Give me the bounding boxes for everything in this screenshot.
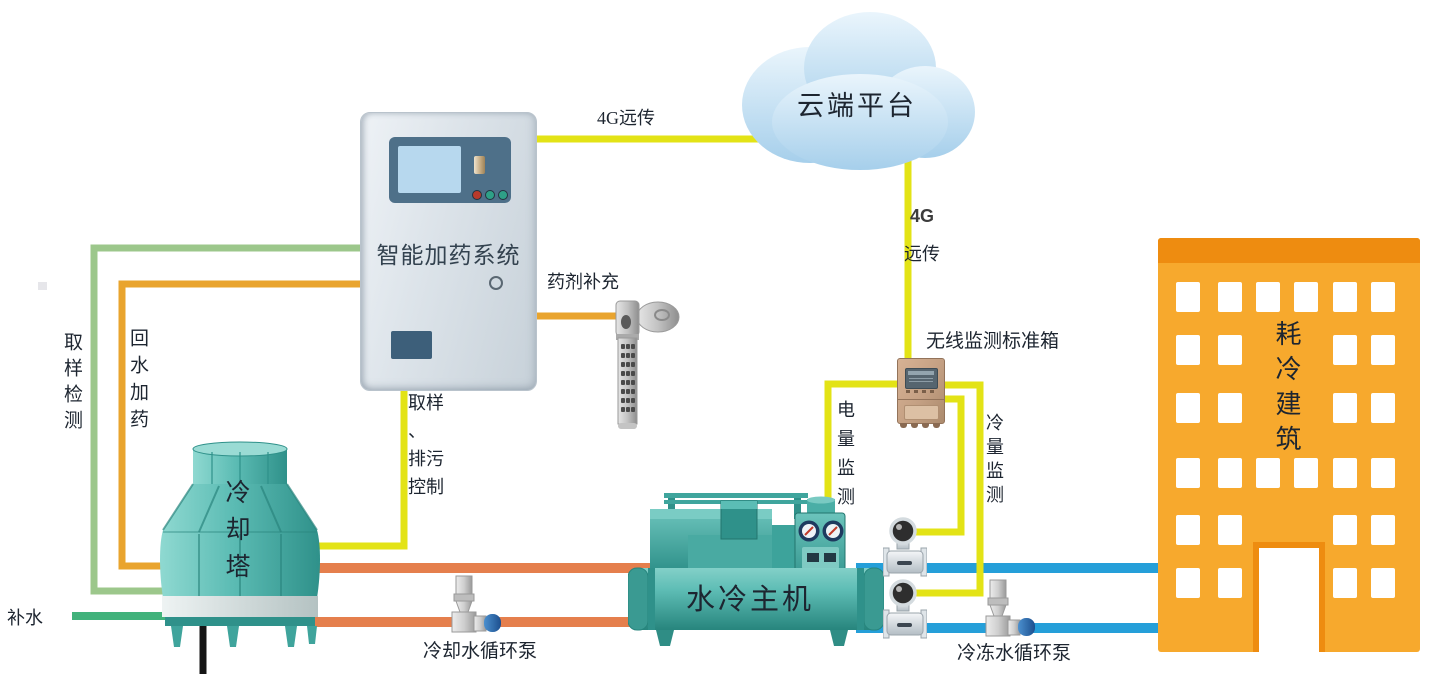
label-remote: 远传 — [904, 244, 940, 264]
tower-base — [165, 617, 315, 626]
pump-motor — [484, 614, 501, 632]
building-window — [1333, 515, 1357, 545]
chiller-left-cap — [628, 567, 649, 631]
tower-leg — [227, 626, 239, 647]
sample-blowdown-line — [316, 386, 408, 550]
chiller-label: 水冷主机 — [686, 584, 815, 616]
chiller-panel-inset — [802, 547, 839, 569]
label-cooling-monitor: 冷量监测 — [984, 413, 1004, 509]
tower-basin-band — [162, 596, 318, 617]
building-window — [1176, 515, 1200, 545]
building-door — [1253, 542, 1325, 652]
tower-label: 冷却塔 — [222, 479, 249, 590]
building-window — [1371, 568, 1395, 598]
building-window — [1176, 335, 1200, 365]
building-window — [1371, 393, 1395, 423]
building-window — [1371, 458, 1395, 488]
monitor-box-lower-panel — [904, 405, 939, 420]
wireless-monitor-box — [897, 358, 945, 428]
cooling-tower — [160, 441, 320, 647]
building-window — [1256, 282, 1280, 312]
chiller-right-cap — [863, 567, 884, 631]
building-window — [1294, 458, 1318, 488]
return-dosing-line — [118, 280, 360, 570]
cabinet-slot — [391, 331, 432, 359]
building-window — [1218, 393, 1242, 423]
label-chilled-pump: 冷冻水循环泵 — [957, 643, 1072, 664]
label-power-monitor: 电量监测 — [835, 400, 855, 516]
building-window — [1333, 458, 1357, 488]
monitor-box-screen — [905, 368, 938, 389]
label-4g: 4G — [910, 206, 935, 226]
label-sampling-test: 取样检测 — [61, 332, 82, 436]
label-sample-blowdown: 取样 、 排污 控制 — [408, 393, 444, 497]
chilled-water-pump — [985, 579, 1035, 637]
building-window — [1333, 335, 1357, 365]
building-window — [1333, 393, 1357, 423]
building-window — [1294, 282, 1318, 312]
cooling-monitor-line-inner — [911, 395, 965, 536]
label-4g-remote: 4G远传 — [597, 108, 655, 128]
stray-artifact — [38, 282, 47, 290]
chiller-foot — [830, 630, 848, 646]
cabinet-button-red — [472, 190, 482, 200]
cooling-water-pump — [451, 575, 501, 633]
building-window — [1218, 515, 1242, 545]
flow-meter-supply — [883, 517, 927, 577]
pump-motor — [1018, 618, 1035, 636]
chiller-foot — [656, 630, 674, 646]
tower-leg — [171, 626, 183, 647]
building-window — [1371, 515, 1395, 545]
cabinet-screen — [398, 146, 461, 193]
tower-leg — [307, 626, 317, 644]
sampling-test-line — [90, 244, 360, 595]
building-roof — [1158, 238, 1420, 263]
chiller-shell — [638, 568, 874, 630]
building-window — [1218, 335, 1242, 365]
cloud-label: 云端平台 — [797, 91, 917, 121]
label-return-dosing: 回水加药 — [127, 328, 148, 436]
building-label: 耗冷建筑 — [1272, 320, 1301, 460]
cloud-platform — [742, 12, 975, 170]
building-window — [1176, 393, 1200, 423]
tower-leg — [285, 626, 297, 647]
building-window — [1256, 458, 1280, 488]
label-makeup-water: 补水 — [7, 608, 43, 628]
cabinet-button-green — [498, 190, 508, 200]
label-cooling-pump: 冷却水循环泵 — [423, 641, 538, 662]
cooling-load-building — [1158, 238, 1420, 652]
label-monitor-box: 无线监测标准箱 — [926, 331, 1060, 352]
probe-head — [636, 301, 680, 333]
cabinet-indicator — [489, 276, 503, 290]
dosing-cabinet: 智能加药系统 — [360, 112, 537, 391]
power-monitor-line — [824, 380, 899, 506]
chiller-gauge — [798, 520, 820, 542]
building-window — [1371, 335, 1395, 365]
water-cooled-chiller — [628, 493, 884, 646]
label-chem-refill: 药剂补充 — [547, 272, 619, 292]
building-window — [1176, 458, 1200, 488]
chiller-gauge — [822, 520, 844, 542]
building-window — [1333, 282, 1357, 312]
building-window — [1333, 568, 1357, 598]
cooling-monitor-line-outer — [911, 381, 984, 597]
chiller-top-rail — [664, 493, 808, 498]
cabinet-label: 智能加药系统 — [376, 243, 521, 268]
flow-meter-return — [883, 579, 927, 639]
chem-dosing-probe — [615, 300, 680, 429]
cabinet-key-switch — [474, 156, 485, 174]
cabinet-button-green — [485, 190, 495, 200]
building-window — [1371, 282, 1395, 312]
building-window — [1218, 568, 1242, 598]
cabinet-hmi-panel — [389, 137, 511, 203]
building-window — [1218, 282, 1242, 312]
building-window — [1218, 458, 1242, 488]
building-window — [1176, 568, 1200, 598]
building-window — [1176, 282, 1200, 312]
